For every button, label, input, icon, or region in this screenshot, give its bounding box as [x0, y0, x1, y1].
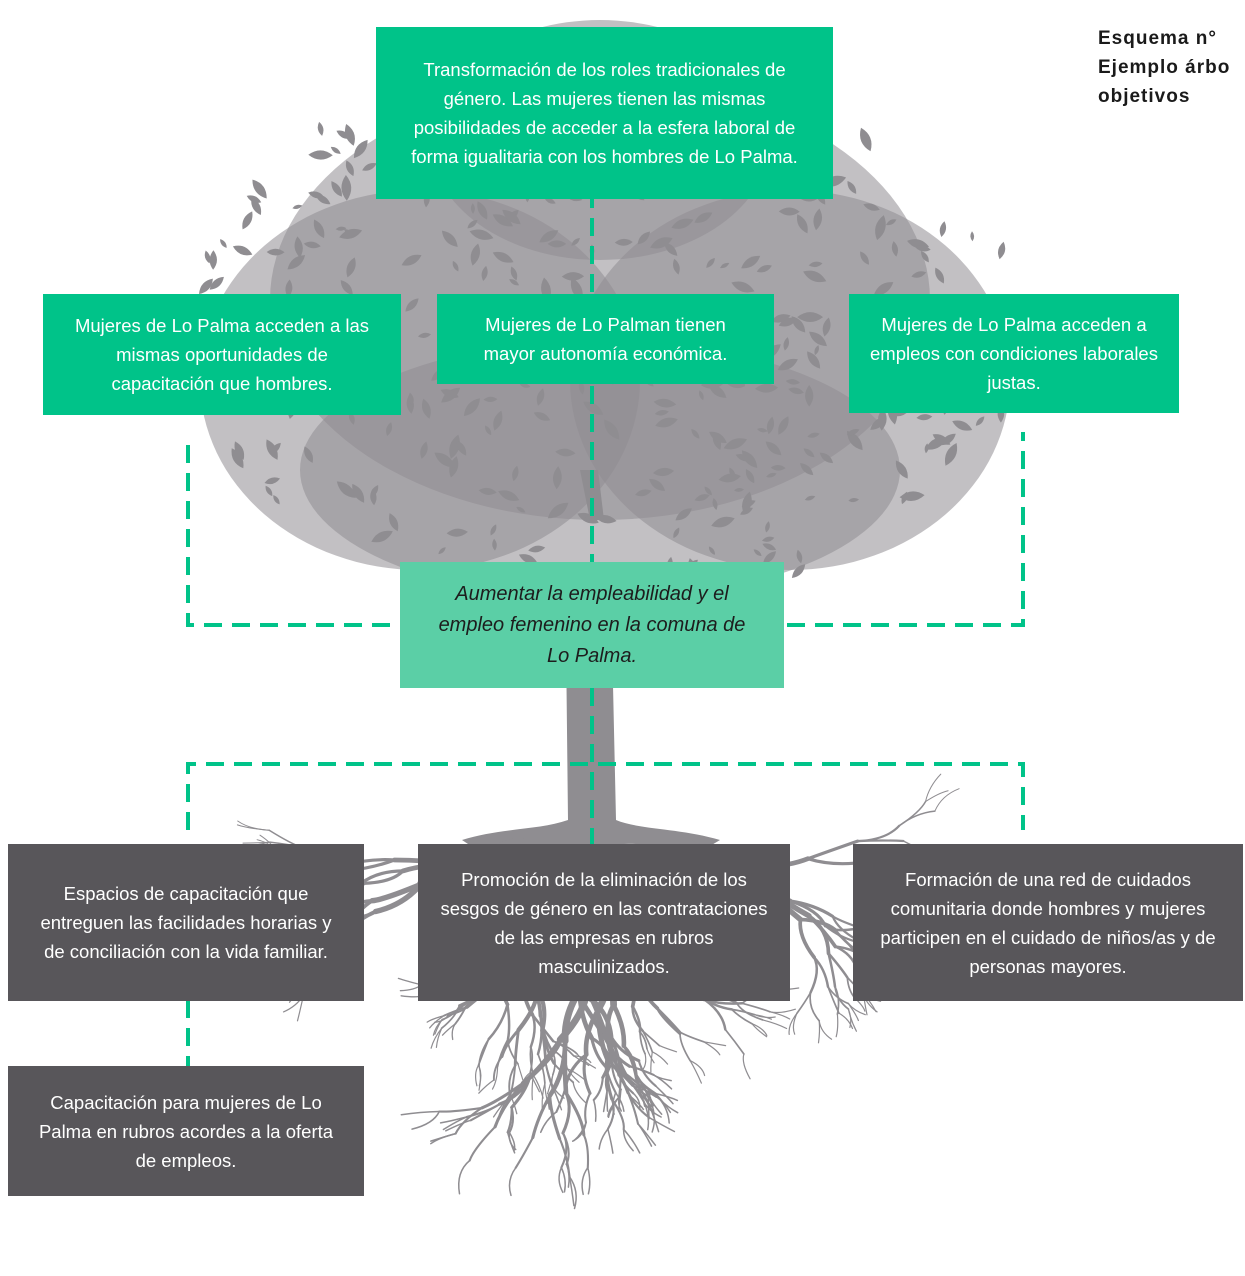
end-box-left-text: Mujeres de Lo Palma acceden a las mismas…: [74, 315, 370, 394]
diagram-title: Esquema n° Ejemplo árbo objetivos: [1098, 24, 1245, 124]
end-box-middle: Mujeres de Lo Palman tienen mayor autono…: [437, 294, 774, 384]
end-box-right: Mujeres de Lo Palma acceden a empleos co…: [849, 294, 1179, 413]
means-box-middle-text: Promoción de la eliminación de los sesgo…: [440, 868, 768, 977]
title-line-2: Ejemplo árbo: [1098, 57, 1231, 78]
means-box-right: Formación de una red de cuidados comunit…: [853, 844, 1243, 1001]
title-line-3: objetivos: [1098, 86, 1191, 107]
means-box-middle: Promoción de la eliminación de los sesgo…: [418, 844, 790, 1001]
means-box-left-text: Espacios de capacitación que entreguen l…: [40, 883, 332, 962]
central-objective-text: Aumentar la empleabilidad y el empleo fe…: [438, 582, 746, 667]
title-line-1: Esquema n°: [1098, 28, 1217, 49]
connector-lines: [186, 190, 1025, 1070]
connector-means-bracket: [186, 762, 1025, 830]
means-box-left: Espacios de capacitación que entreguen l…: [8, 844, 364, 1001]
means-box-bottom-text: Capacitación para mujeres de Lo Palma en…: [38, 1091, 334, 1171]
end-box-left: Mujeres de Lo Palma acceden a las mismas…: [43, 294, 401, 415]
end-box-top-text: Transformación de los roles tradicionale…: [411, 59, 798, 167]
end-box-right-text: Mujeres de Lo Palma acceden a empleos co…: [870, 314, 1158, 393]
end-box-top: Transformación de los roles tradicionale…: [376, 27, 833, 199]
means-box-right-text: Formación de una red de cuidados comunit…: [880, 868, 1216, 977]
end-box-middle-text: Mujeres de Lo Palman tienen mayor autono…: [483, 314, 728, 364]
connector-ends-bracket-right: [787, 432, 1025, 627]
means-box-bottom: Capacitación para mujeres de Lo Palma en…: [8, 1066, 364, 1196]
central-objective-box: Aumentar la empleabilidad y el empleo fe…: [400, 562, 784, 688]
connector-ends-bracket: [186, 445, 400, 627]
